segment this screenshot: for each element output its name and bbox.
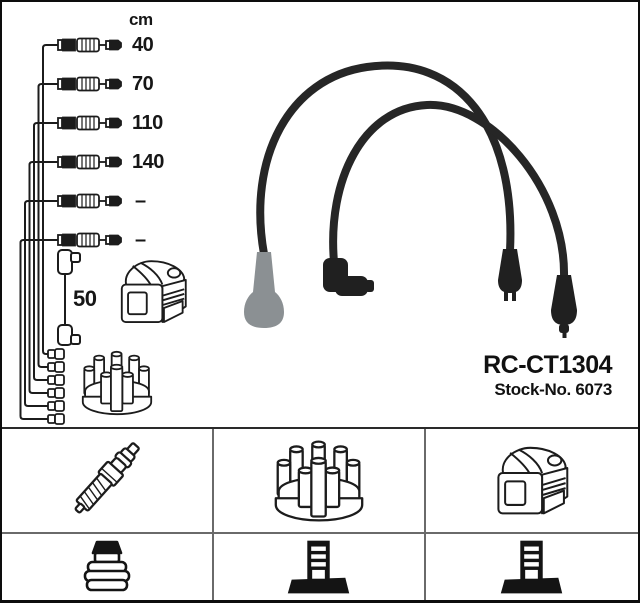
lead-length-label: – [135, 229, 146, 251]
length-unit-label: cm [129, 10, 153, 29]
ignition-coil-icon [490, 440, 574, 522]
legend-cell-ignition-coil [426, 429, 638, 534]
lead-length-label: – [135, 190, 146, 212]
lead-length-label: 140 [132, 151, 164, 173]
lead-schematic [19, 37, 122, 425]
stock-number: Stock-No. 6073 [494, 379, 612, 399]
stud-terminal-icon [500, 540, 563, 594]
lead-length-label: 70 [132, 73, 154, 95]
cables-photo [244, 61, 577, 338]
cable-wire [329, 100, 569, 281]
stud-terminal-icon [287, 540, 350, 594]
product-code-block: RC-CT1304 Stock-No. 6073 [483, 351, 612, 399]
coil-lead-length-label: 50 [73, 286, 97, 311]
distributor-terminals [47, 348, 65, 425]
plug-terminal-icon [83, 540, 131, 592]
distributor-cap-icon [271, 437, 367, 525]
spark-plug-icon [74, 441, 140, 513]
elbow-connector [323, 258, 374, 296]
coil-lead-drawing [57, 249, 81, 346]
spark-plug-boot [244, 252, 284, 328]
distributor-cap-drawing [79, 344, 155, 422]
ignition-coil-drawing [114, 248, 192, 336]
product-code: RC-CT1304 [483, 351, 612, 379]
straight-connector [551, 275, 577, 338]
lead-length-label: 40 [132, 34, 154, 56]
straight-connector [498, 249, 522, 301]
legend-cell-plug-terminal [2, 534, 214, 600]
legend-cell-stud-terminal [426, 534, 638, 600]
legend-cell-spark-plug [2, 429, 214, 534]
legend-cell-stud-terminal [214, 534, 426, 600]
lead-length-label: 110 [132, 112, 163, 134]
legend-cell-distributor-cap [214, 429, 426, 534]
legend-grid [2, 427, 638, 600]
cable-wire [256, 61, 515, 258]
